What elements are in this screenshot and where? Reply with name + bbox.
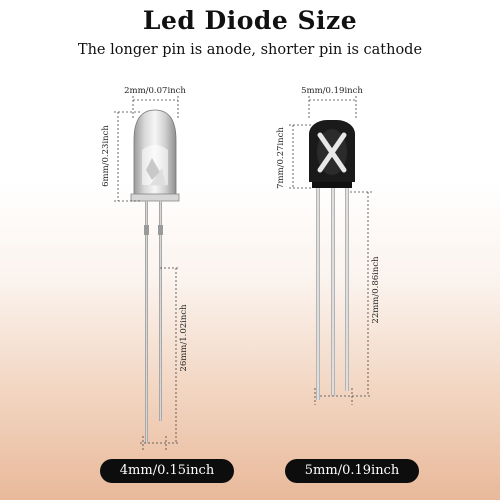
receiver-width-label: 5mm/0.19inch	[301, 86, 363, 96]
led-size-badge: 4mm/0.15inch	[100, 459, 234, 483]
led-cathode-pin	[159, 201, 162, 421]
led-pin-dimension	[140, 267, 180, 452]
receiver-pin-1	[316, 188, 320, 400]
receiver-pin-dimension	[314, 191, 372, 405]
receiver-pin-3	[345, 188, 349, 391]
led-width-label: 2mm/0.07inch	[124, 86, 186, 96]
led-height-dimension	[114, 111, 140, 202]
led-flange	[130, 193, 180, 202]
receiver-component	[309, 120, 355, 400]
receiver-width-dimension	[308, 96, 357, 120]
receiver-size-badge: 5mm/0.19inch	[285, 459, 419, 483]
receiver-pin-2	[331, 188, 335, 396]
receiver-pin-label: 22mm/0.86inch	[371, 256, 381, 324]
receiver-height-dimension	[289, 124, 312, 189]
page-title: Led Diode Size	[142, 6, 358, 35]
page-subtitle: The longer pin is anode, shorter pin is …	[77, 42, 423, 58]
led-width-dimension	[132, 96, 179, 118]
led-height-label: 6mm/0.23inch	[101, 125, 111, 187]
receiver-height-label: 7mm/0.27inch	[276, 127, 286, 189]
led-pin-label: 26mm/1.02inch	[179, 304, 189, 372]
led-component	[130, 109, 180, 443]
led-anode-pin	[145, 201, 148, 443]
